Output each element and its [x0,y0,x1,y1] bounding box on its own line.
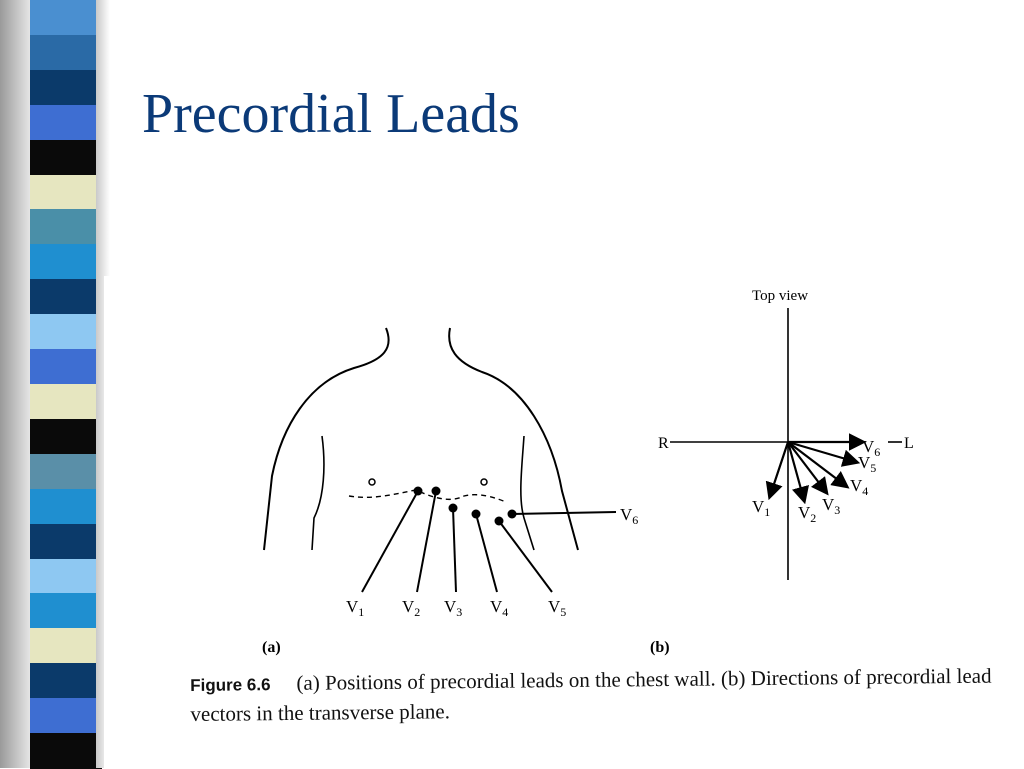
stripe-band [30,523,102,560]
vector-arrow-v4 [787,441,850,489]
lead-label-v6-chest: V6 [620,505,638,527]
lead-label-v2: V2 [402,597,420,619]
stripe-band [30,244,102,281]
rib-margin-dashed [348,489,507,503]
electrode-v6 [507,509,517,519]
stripe-band [30,104,102,141]
electrode-v5 [494,516,504,526]
stripe-band [30,34,102,71]
electrode-v4 [471,509,481,519]
lead-line-v3 [452,507,457,593]
right-nipple [480,478,488,486]
vector-arrow-v3 [787,441,829,496]
electrode-v2 [431,486,441,496]
electrode-v3 [448,503,458,513]
stripe-band [30,733,102,769]
axis-l-label: L [904,435,914,452]
stripe-band [30,209,102,246]
electrode-v1 [413,486,423,496]
left-nipple [368,478,376,486]
nipples [368,478,488,486]
stripe-band [30,663,102,700]
stripe-band [30,314,102,351]
vector-label-v2: V2 [798,503,816,525]
stripe-band [30,558,102,595]
stripe-band [30,174,102,211]
caption-text: (a) Positions of precordial leads on the… [190,663,992,726]
lead-line-v1 [361,490,419,593]
lead-label-v5: V5 [548,597,566,619]
neck-right-line [448,327,579,551]
lead-line-v5 [498,520,553,593]
caption-figure-label: Figure 6.6 [190,675,271,695]
vector-arrow-v5 [787,440,861,467]
vector-arrow-v2 [786,441,809,505]
stripe-band [30,453,102,490]
neck-left-line [263,327,390,551]
stripe-band [30,384,102,420]
panel-b-label: (b) [650,639,670,656]
lead-line-v6 [511,511,617,515]
decorative-stripe-bar [30,0,102,769]
stripe-band [30,349,102,385]
top-view-label: Top view [752,288,808,304]
lead-label-v3: V3 [444,597,462,619]
lead-electrodes [361,486,617,593]
lead-line-v2 [416,490,437,593]
stripe-band [30,139,102,176]
lead-line-v4 [475,513,498,593]
vector-label-v6: V6 [862,437,880,459]
axis-r-label: R [658,435,669,452]
stripe-band [30,69,102,106]
panel-a-label: (a) [262,639,281,656]
left-edge-shade [0,0,30,768]
lead-label-v1: V1 [346,597,364,619]
stripe-band [30,418,102,455]
stripe-band [30,0,102,36]
figure-caption: Figure 6.6(a) Positions of precordial le… [190,661,1011,728]
right-arm-line [520,435,535,551]
stripe-band [30,593,102,630]
chest-outline [263,327,579,551]
lead-labels-chest: V1 V2 V3 V4 V5 [346,597,566,619]
vector-label-v4: V4 [850,476,868,498]
slide-title: Precordial Leads [142,83,520,145]
stripe-band [30,628,102,665]
stripe-band [30,698,102,735]
lead-label-v4: V4 [490,597,508,619]
vector-label-v1: V1 [752,497,770,519]
left-arm-line [311,435,325,551]
stripe-band [30,488,102,525]
vector-arrow-v1 [765,441,790,501]
vector-label-v3: V3 [822,495,840,517]
stripe-band [30,279,102,316]
lead-vectors [765,433,867,505]
vector-label-v5: V5 [858,453,876,475]
